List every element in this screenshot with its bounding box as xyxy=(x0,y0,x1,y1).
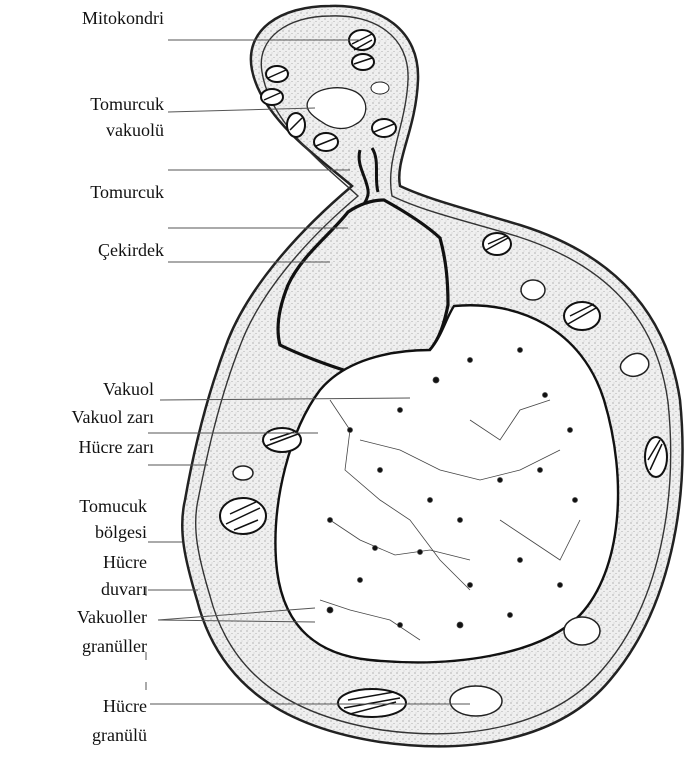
label-mitokondri: Mitokondri xyxy=(82,6,164,30)
label-tomucuk-bolgesi-line2: bölgesi xyxy=(95,520,147,544)
label-tomurcuk-vakuolu-line2: vakuolü xyxy=(106,118,164,142)
label-tomurcuk: Tomurcuk xyxy=(90,180,164,204)
label-hucre-duvari-line1: Hücre xyxy=(103,550,147,574)
label-vakuoller-granuller-line2: granüller xyxy=(82,634,147,658)
label-cekirdek: Çekirdek xyxy=(98,238,164,262)
label-vakuol-zari: Vakuol zarı xyxy=(72,405,154,429)
label-vakuoller-granuller-line1: Vakuoller xyxy=(77,605,147,629)
label-tomurcuk-vakuolu-line1: Tomurcuk xyxy=(90,92,164,116)
nucleus xyxy=(278,200,448,372)
label-tomucuk-bolgesi-line1: Tomucuk xyxy=(79,494,147,518)
label-hucre-zari: Hücre zarı xyxy=(79,435,154,459)
label-hucre-granulu-line2: granülü xyxy=(92,723,147,747)
label-hucre-duvari-line2: duvarı xyxy=(101,577,147,601)
label-hucre-granulu-line1: Hücre xyxy=(103,694,147,718)
label-vakuol: Vakuol xyxy=(103,377,154,401)
